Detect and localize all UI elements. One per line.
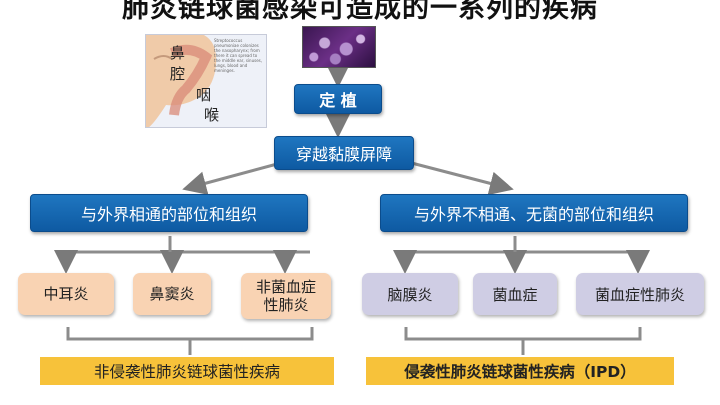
node-colonize: 定 植 <box>294 84 382 114</box>
node-closed-label: 与外界不相通、无菌的部位和组织 <box>413 205 654 224</box>
disease-bacteremia-label: 菌血症 <box>492 285 538 304</box>
disease-meningitis-label: 脑膜炎 <box>387 285 433 304</box>
disease-bacteremic-pneumonia-label: 菌血症性肺炎 <box>594 285 685 304</box>
nasopharynx-anatomy-image <box>145 34 267 128</box>
node-cross-label: 穿越黏膜屏障 <box>295 145 392 164</box>
banner-invasive-label: 侵袭性肺炎链球菌性疾病（IPD） <box>404 363 636 381</box>
disease-nonbacteremic-pneumonia: 非菌血症性肺炎 <box>241 273 331 319</box>
head-profile-icon <box>146 35 217 127</box>
node-open-label: 与外界相通的部位和组织 <box>80 205 257 224</box>
disease-otitis-media: 中耳炎 <box>18 273 114 315</box>
disease-meningitis: 脑膜炎 <box>362 273 458 315</box>
disease-sinusitis-label: 鼻窦炎 <box>149 285 195 303</box>
disease-nonbacteremic-pneumonia-label: 非菌血症性肺炎 <box>255 278 316 314</box>
anatomy-label-bi: 鼻 <box>170 44 186 62</box>
banner-noninvasive: 非侵袭性肺炎链球菌性疾病 <box>40 357 334 385</box>
anatomy-label-yan: 咽 <box>196 86 212 104</box>
page-title: 肺炎链球菌感染可造成的一系列的疾病 <box>122 0 598 24</box>
node-open-sites: 与外界相通的部位和组织 <box>30 194 308 232</box>
anatomy-caption-text: Streptococcus pneumoniae colonizes the n… <box>214 38 263 73</box>
node-cross-mucosal-barrier: 穿越黏膜屏障 <box>274 136 414 170</box>
disease-sinusitis: 鼻窦炎 <box>133 273 211 315</box>
anatomy-label-qiang: 腔 <box>170 65 186 83</box>
banner-noninvasive-label: 非侵袭性肺炎链球菌性疾病 <box>93 363 280 381</box>
banner-invasive-ipd: 侵袭性肺炎链球菌性疾病（IPD） <box>366 357 674 385</box>
node-closed-sterile-sites: 与外界不相通、无菌的部位和组织 <box>380 194 688 232</box>
bacteria-micrograph-image <box>302 26 376 68</box>
disease-otitis-media-label: 中耳炎 <box>43 285 89 303</box>
disease-bacteremic-pneumonia: 菌血症性肺炎 <box>576 273 704 315</box>
node-colonize-label: 定 植 <box>319 91 357 110</box>
disease-bacteremia: 菌血症 <box>473 273 557 315</box>
anatomy-label-hou: 喉 <box>204 106 220 124</box>
